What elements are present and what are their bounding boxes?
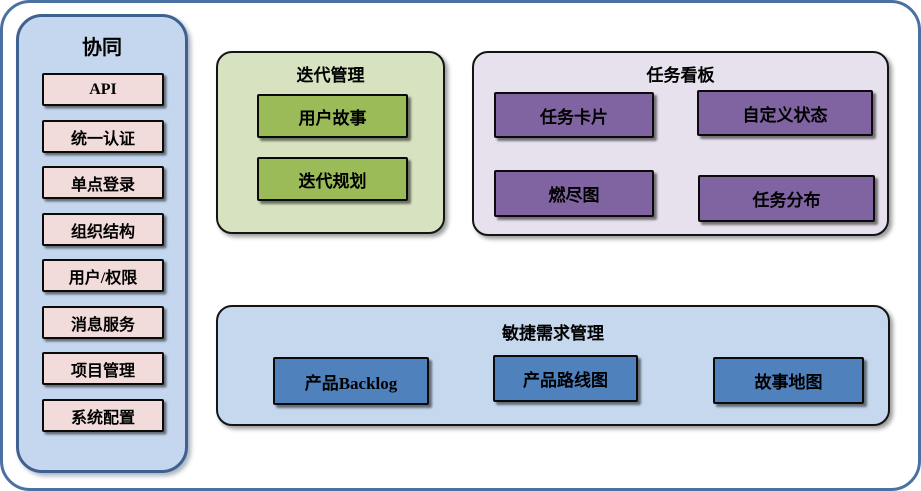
sidebar-item-sso: 单点登录 (42, 166, 164, 199)
sidebar-item-system-config: 系统配置 (42, 399, 164, 432)
agile-requirements-panel: 敏捷需求管理 产品Backlog 产品路线图 故事地图 (216, 305, 890, 426)
iteration-management-panel: 迭代管理 用户故事 迭代规划 (216, 51, 445, 234)
node-product-roadmap: 产品路线图 (493, 355, 638, 402)
node-burndown-chart: 燃尽图 (494, 170, 654, 217)
node-user-story: 用户故事 (257, 94, 408, 138)
task-kanban-title: 任务看板 (646, 66, 715, 85)
sidebar-item-api: API (42, 73, 164, 106)
node-story-map: 故事地图 (713, 357, 864, 404)
sidebar-item-user-permissions: 用户/权限 (42, 259, 164, 292)
agile-requirements-title: 敏捷需求管理 (502, 324, 604, 343)
node-iteration-plan: 迭代规划 (257, 157, 408, 201)
sidebar-item-unified-auth: 统一认证 (42, 120, 164, 153)
node-custom-status: 自定义状态 (697, 90, 873, 136)
collaboration-panel: 协同 API 统一认证 单点登录 组织结构 用户/权限 消息服务 项目管理 系统… (16, 14, 188, 473)
iteration-management-title: 迭代管理 (296, 66, 365, 85)
task-kanban-panel: 任务看板 任务卡片 自定义状态 燃尽图 任务分布 (472, 51, 889, 236)
node-product-backlog: 产品Backlog (273, 357, 429, 405)
collaboration-panel-title: 协同 (82, 37, 122, 59)
node-task-distribution: 任务分布 (698, 175, 875, 222)
sidebar-item-org-structure: 组织结构 (42, 213, 164, 246)
sidebar-item-message-service: 消息服务 (42, 306, 164, 339)
node-task-card: 任务卡片 (494, 92, 654, 138)
sidebar-item-project-mgmt: 项目管理 (42, 352, 164, 385)
